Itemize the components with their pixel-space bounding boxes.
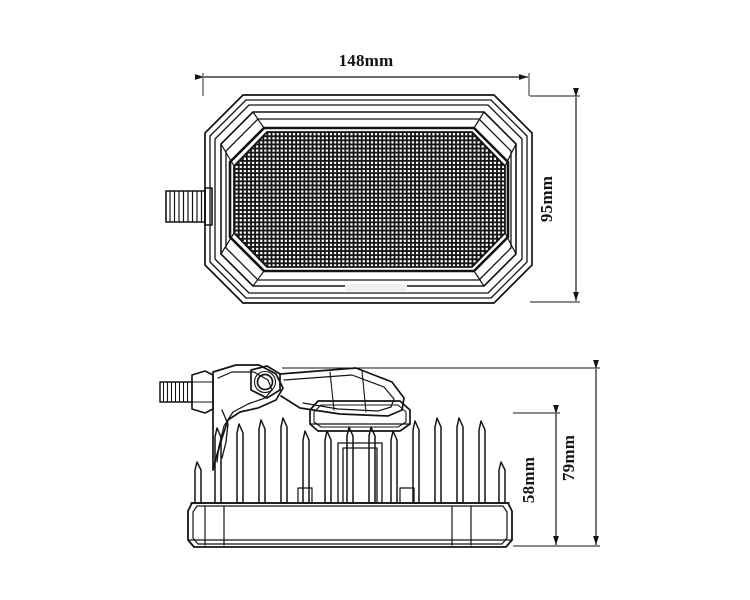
dimension-width-148 xyxy=(195,73,530,96)
bracket-hex-bolt xyxy=(250,365,281,399)
dimension-label-95mm: 95mm xyxy=(537,176,556,222)
housing-corner-facets xyxy=(220,111,517,287)
dimension-depth-79 xyxy=(282,360,600,547)
side-view xyxy=(159,364,513,548)
dimension-label-148mm: 148mm xyxy=(339,51,394,70)
mounting-bracket xyxy=(212,364,284,471)
dimension-label-58mm: 58mm xyxy=(519,457,538,503)
bracket-mounting-pad xyxy=(309,400,411,432)
bezel-inner-face xyxy=(225,118,512,281)
housing-flange-step xyxy=(214,104,523,294)
front-view xyxy=(165,94,533,304)
led-lens-grid xyxy=(234,132,505,267)
dimension-label-79mm: 79mm xyxy=(559,435,578,481)
housing-marking-band xyxy=(345,284,407,291)
housing-outer-flange xyxy=(204,94,533,304)
bracket-pivot-hole xyxy=(256,373,274,391)
power-cable xyxy=(221,409,229,459)
housing-flange-inner-edge xyxy=(209,99,528,299)
bracket-swept-arm xyxy=(279,367,405,417)
led-lens-outline xyxy=(233,131,506,268)
side-housing-body xyxy=(187,502,513,548)
dimension-height-95 xyxy=(530,88,580,303)
